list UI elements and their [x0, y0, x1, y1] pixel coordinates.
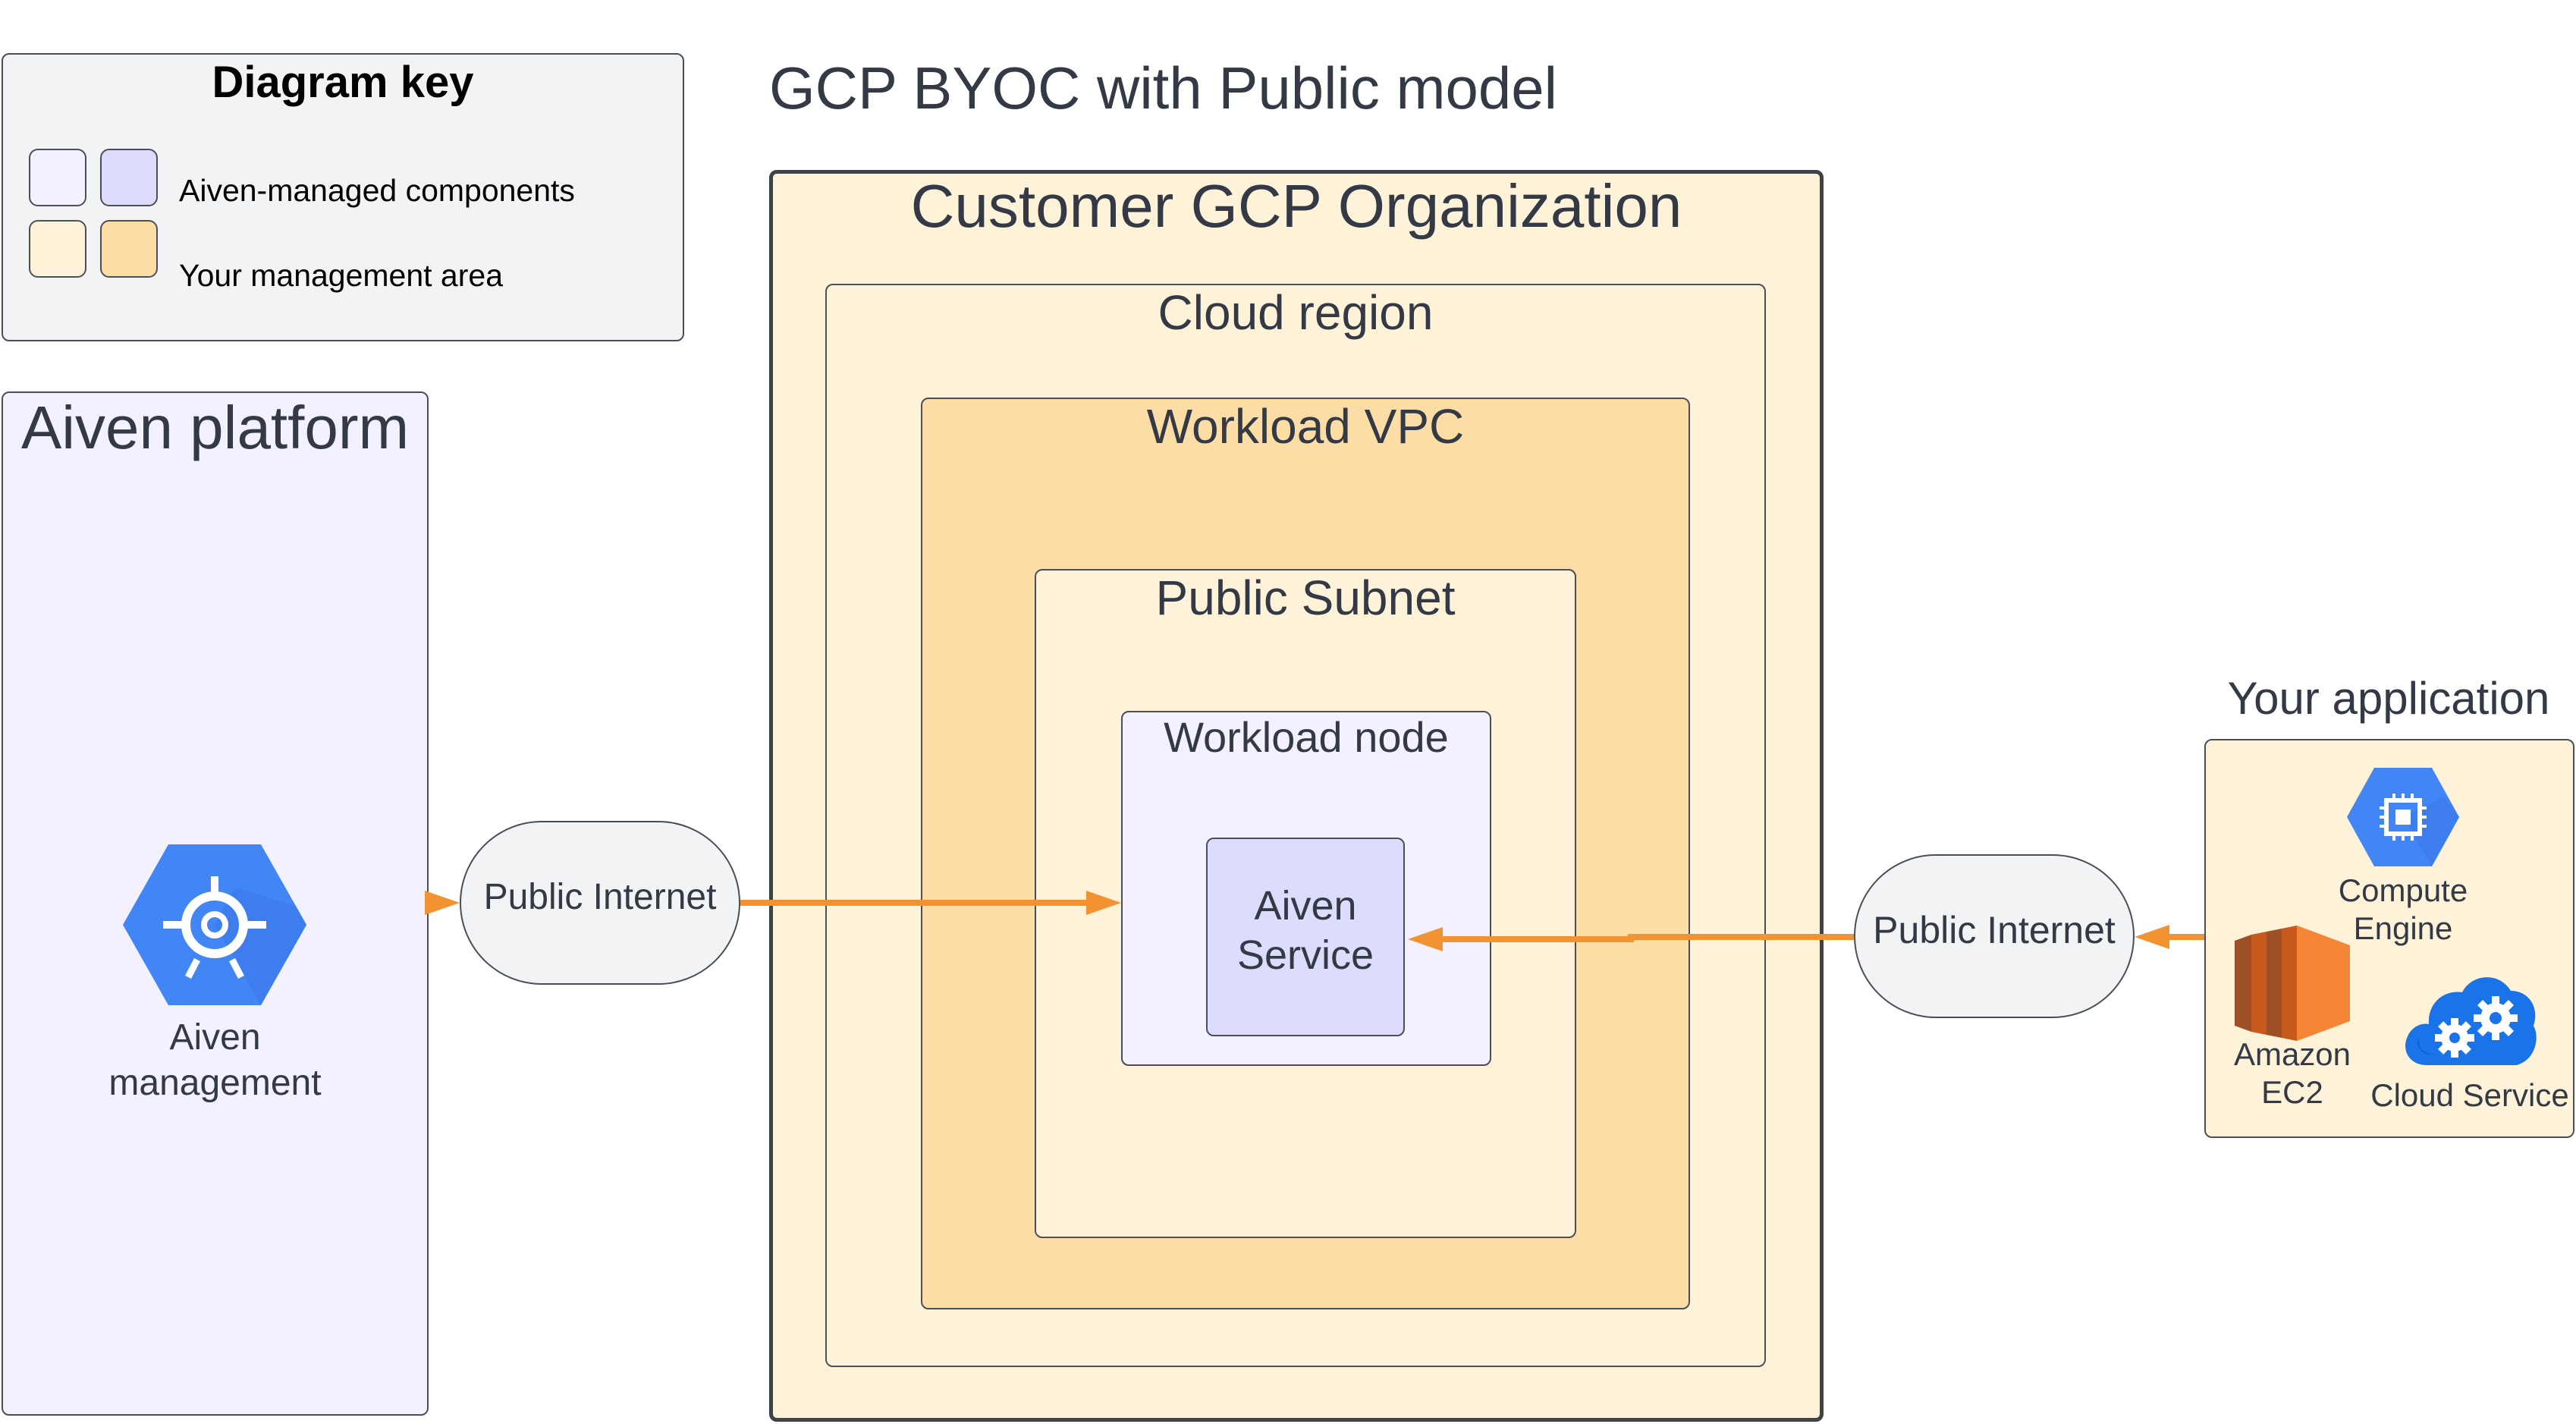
- key-swatch-aiven-dark: [100, 149, 158, 206]
- public-internet-left: [460, 821, 740, 985]
- your-application-title: Your application: [2227, 673, 2550, 724]
- aiven-service-label-line2: Service: [1236, 932, 1374, 978]
- workload-vpc-title: Workload VPC: [1146, 399, 1465, 454]
- cloud-region-title: Cloud region: [1158, 285, 1434, 340]
- key-your-label: Your management area: [179, 258, 503, 293]
- aiven-platform-title: Aiven platform: [20, 394, 410, 461]
- arrow-line-internet-to-service: [1440, 934, 1854, 942]
- public-internet-right: [1854, 854, 2135, 1018]
- amazon-ec2-icon: [2235, 926, 2350, 1041]
- arrowhead-to-aiven-internet: [425, 891, 460, 915]
- amazon-ec2-label-line1: Amazon: [2233, 1036, 2351, 1072]
- aiven-service-label-line1: Aiven: [1254, 883, 1357, 929]
- gcp-hexagon-icon: [123, 844, 306, 1005]
- public-internet-right-label: Public Internet: [1873, 909, 2116, 951]
- amazon-ec2-label-line2: EC2: [2261, 1074, 2323, 1110]
- cloud-service-label: Cloud Service: [2370, 1077, 2569, 1113]
- diagram-key-title: Diagram key: [212, 58, 474, 107]
- key-swatch-your-dark: [100, 220, 158, 278]
- arrowhead-to-right-internet: [2135, 925, 2169, 949]
- key-swatch-aiven-light: [29, 149, 86, 206]
- workload-node-title: Workload node: [1164, 713, 1449, 761]
- key-swatch-your-light: [29, 220, 86, 278]
- key-aiven-label: Aiven-managed components: [179, 173, 575, 208]
- arrowhead-to-workload-node: [1086, 891, 1121, 915]
- compute-engine-label-line2: Engine: [2353, 910, 2453, 946]
- public-internet-left-label: Public Internet: [483, 877, 717, 917]
- aiven-management-label-line2: management: [108, 1063, 322, 1103]
- diagram-title: GCP BYOC with Public model: [769, 55, 1557, 121]
- compute-engine-icon: [2347, 768, 2459, 866]
- customer-org-title: Customer GCP Organization: [910, 172, 1682, 240]
- cloud-service-icon: [2405, 977, 2537, 1065]
- public-subnet-title: Public Subnet: [1155, 571, 1456, 625]
- compute-engine-label-line1: Compute: [2338, 872, 2468, 908]
- aiven-service: [1206, 838, 1405, 1036]
- aiven-management-label-line1: Aiven: [169, 1017, 261, 1058]
- arrowhead-to-aiven-service: [1408, 927, 1443, 951]
